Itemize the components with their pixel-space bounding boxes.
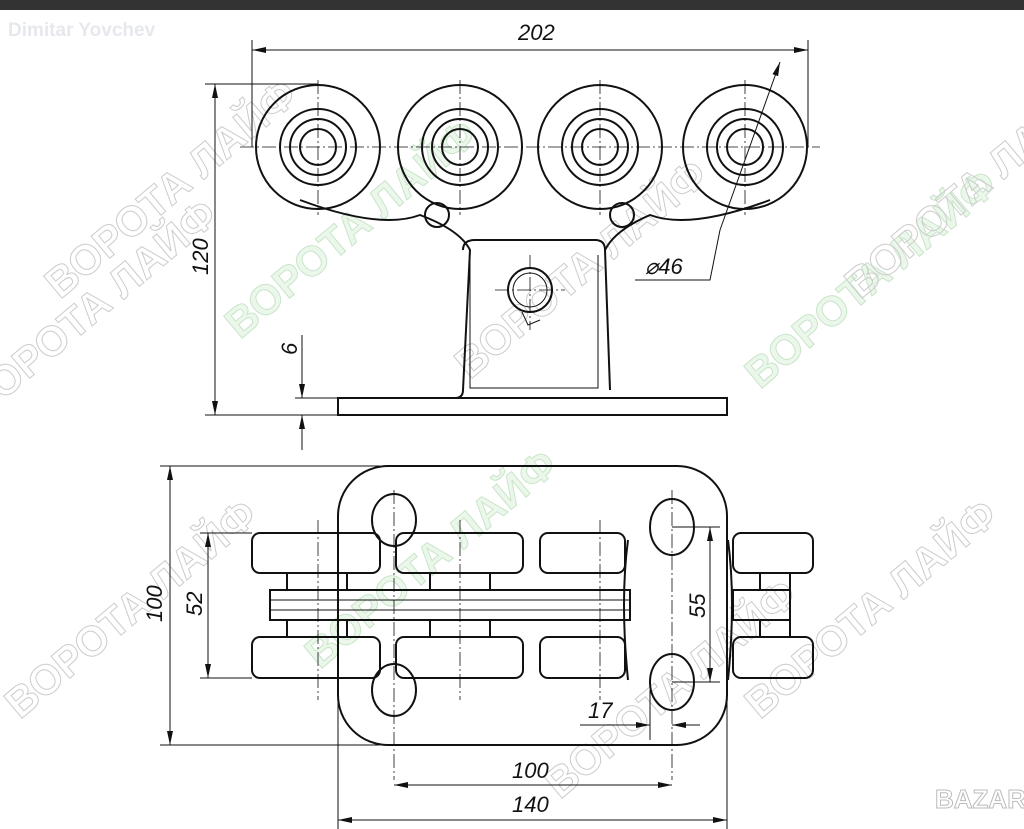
mount-plate [337,465,728,746]
front-view: 202 120 6 ⌀46 [188,20,820,450]
watermark: Dimitar Yovchev ВОРОТА ЛАЙФ ВОРОТА ЛАЙФ … [0,20,1024,815]
dim-plate-width: 140 [512,792,549,817]
author-watermark: Dimitar Yovchev [8,20,156,41]
dim-plate-thickness: 6 [277,342,302,355]
dim-overall-width: 202 [517,20,555,45]
bazar-logo: BAZAR [935,784,1024,814]
watermark-text: ВОРОТА ЛАЙФ [0,489,266,727]
watermark-text: ВОРОТА ЛАЙФ [835,69,1024,307]
dim-hole-spacing: 100 [512,758,549,783]
top-bar [0,0,1024,10]
dim-plate-length: 100 [142,585,167,622]
dim-roller-span: 52 [182,592,207,616]
dim-wheel-diameter: ⌀46 [645,254,683,279]
base-plate [337,397,728,416]
dim-slot-offset: 17 [588,698,613,723]
plan-view: 100 52 55 17 100 140 [142,465,814,829]
dim-slot-span: 55 [685,593,710,618]
watermark-text: ВОРОТА ЛАЙФ [295,439,566,677]
dim-height: 120 [188,238,213,275]
